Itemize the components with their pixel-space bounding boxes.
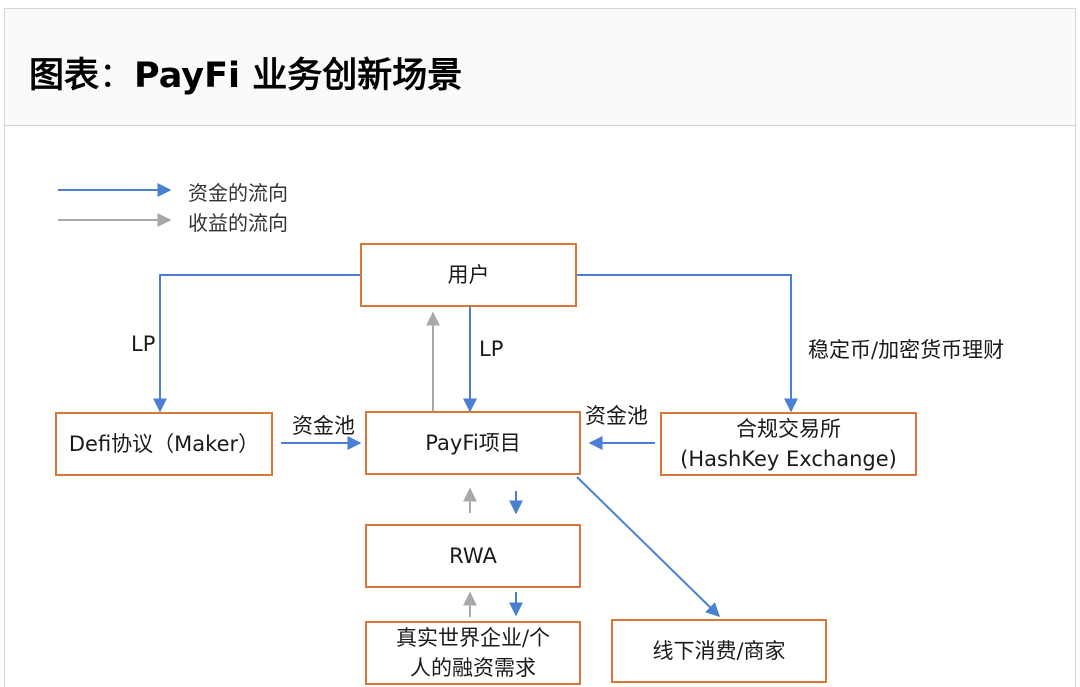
edge-label-lp-left: LP xyxy=(131,332,156,356)
node-defi: Defi协议（Maker） xyxy=(55,412,273,476)
node-offline: 线下消费/商家 xyxy=(611,619,827,683)
node-user: 用户 xyxy=(360,243,577,307)
node-exchange-line2: (HashKey Exchange) xyxy=(680,447,897,471)
legend-fund-label: 资金的流向 xyxy=(188,181,288,205)
legend-yield-label: 收益的流向 xyxy=(188,211,288,235)
arrow-user-to-exchange xyxy=(577,274,798,413)
title-prefix: 图表 xyxy=(29,56,100,96)
edge-label-pool-left: 资金池 xyxy=(292,414,355,438)
title-text: PayFi 业务创新场景 xyxy=(134,56,463,96)
edge-label-pool-right: 资金池 xyxy=(585,404,648,428)
node-exchange-line1: 合规交易所 xyxy=(736,417,841,441)
edge-label-lp-center: LP xyxy=(479,337,504,361)
node-user-label: 用户 xyxy=(447,263,490,287)
node-rwa-label: RWA xyxy=(449,544,497,568)
node-rwa: RWA xyxy=(365,524,581,588)
title-bar: 图表：PayFi 业务创新场景 xyxy=(5,9,1075,126)
figure-title: 图表：PayFi 业务创新场景 xyxy=(29,47,462,98)
node-real-world: 真实世界企业/个 人的融资需求 xyxy=(365,621,581,685)
arrow-user-to-defi xyxy=(153,274,360,413)
arrow-payfi-to-offline xyxy=(576,476,721,617)
flow-arrows xyxy=(58,183,798,617)
node-offline-label: 线下消费/商家 xyxy=(652,639,786,663)
node-defi-label: Defi协议（Maker） xyxy=(68,432,260,456)
node-exchange: 合规交易所 (HashKey Exchange) xyxy=(660,412,917,476)
edge-label-stablecoin: 稳定币/加密货币理财 xyxy=(808,338,1005,362)
node-real-world-line1: 真实世界企业/个 xyxy=(395,626,551,650)
node-real-world-line2: 人的融资需求 xyxy=(410,656,536,680)
node-payfi-label: PayFi项目 xyxy=(425,431,521,455)
title-separator: ： xyxy=(99,56,135,96)
diagram-canvas: 资金的流向 收益的流向 用户 Defi协议（Maker） PayFi项目 合规交… xyxy=(5,127,1075,687)
node-payfi: PayFi项目 xyxy=(365,411,581,475)
